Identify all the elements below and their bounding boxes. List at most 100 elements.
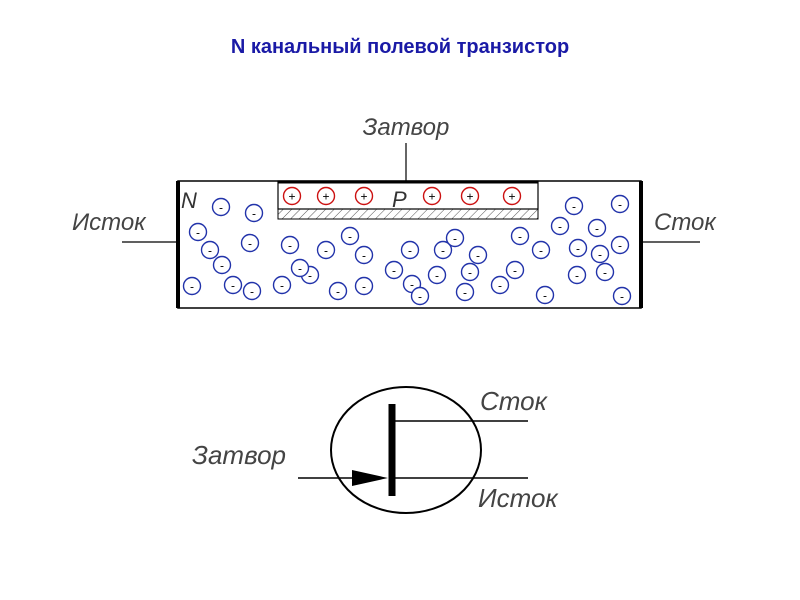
electron-carrier-sign: - [518, 230, 522, 244]
electron-carrier-sign: - [348, 230, 352, 244]
electron-carrier-sign: - [558, 220, 562, 234]
electron-carrier: - [182, 276, 202, 296]
electron-carrier: - [610, 235, 630, 255]
electron-carrier: - [188, 222, 208, 242]
electron-carrier-sign: - [603, 266, 607, 280]
electron-carrier: - [590, 244, 610, 264]
electron-carrier: - [445, 228, 465, 248]
electron-carrier-sign: - [598, 248, 602, 262]
hole-carrier-sign: + [428, 190, 435, 204]
electron-carrier-sign: - [576, 242, 580, 256]
electron-carrier-sign: - [618, 198, 622, 212]
gate-label: Затвор [363, 114, 450, 141]
electron-carrier-sign: - [208, 244, 212, 258]
fet-symbol: Сток Затвор Исток [192, 386, 559, 514]
electron-carrier: - [316, 240, 336, 260]
electron-carrier-sign: - [362, 249, 366, 263]
hole-carrier: + [460, 186, 480, 206]
electron-carrier: - [400, 240, 420, 260]
electron-carrier: - [328, 281, 348, 301]
hole-carrier-sign: + [288, 190, 295, 204]
electron-carrier: - [568, 238, 588, 258]
electron-carrier: - [460, 262, 480, 282]
electron-carrier: - [211, 197, 231, 217]
hole-carrier: + [282, 186, 302, 206]
electron-carrier: - [433, 240, 453, 260]
electron-carrier-sign: - [441, 244, 445, 258]
electron-carrier-sign: - [618, 239, 622, 253]
electron-carrier-sign: - [220, 259, 224, 273]
hole-carrier: + [354, 186, 374, 206]
electron-carrier-sign: - [543, 289, 547, 303]
electron-carrier-sign: - [453, 232, 457, 246]
electron-carrier: - [290, 258, 310, 278]
electron-carrier: - [200, 240, 220, 260]
electron-carrier-sign: - [572, 200, 576, 214]
symbol-source-label: Исток [478, 483, 559, 513]
hole-carrier: + [502, 186, 522, 206]
n-region-label: N [181, 188, 197, 213]
symbol-drain-label: Сток [480, 386, 549, 416]
electron-carrier-sign: - [219, 201, 223, 215]
hole-carrier-sign: + [322, 190, 329, 204]
electron-carrier: - [340, 226, 360, 246]
electron-carrier: - [280, 235, 300, 255]
electron-carrier-sign: - [513, 264, 517, 278]
electron-carrier: - [240, 233, 260, 253]
electron-carrier-sign: - [575, 269, 579, 283]
electron-carrier: - [550, 216, 570, 236]
electrons-group: ----------------------------------------… [182, 194, 632, 306]
electron-carrier: - [595, 262, 615, 282]
electron-carrier-sign: - [324, 244, 328, 258]
symbol-gate-arrow [352, 470, 388, 486]
hole-carrier-sign: + [466, 190, 473, 204]
electron-carrier-sign: - [280, 279, 284, 293]
electron-carrier: - [535, 285, 555, 305]
hole-carrier-sign: + [508, 190, 515, 204]
electron-carrier-sign: - [595, 222, 599, 236]
electron-carrier: - [567, 265, 587, 285]
electron-carrier: - [223, 275, 243, 295]
page-title: N канальный полевой транзистор [230, 36, 570, 58]
electron-carrier-sign: - [248, 237, 252, 251]
electron-carrier-sign: - [190, 280, 194, 294]
electron-carrier: - [490, 275, 510, 295]
depletion-layer [277, 208, 539, 220]
electron-carrier-sign: - [468, 266, 472, 280]
electron-carrier: - [510, 226, 530, 246]
hole-carrier-sign: + [360, 190, 367, 204]
electron-carrier: - [272, 275, 292, 295]
electron-carrier-sign: - [231, 279, 235, 293]
symbol-envelope [330, 386, 482, 514]
electron-carrier: - [427, 265, 447, 285]
electron-carrier: - [384, 260, 404, 280]
electron-carrier-sign: - [418, 290, 422, 304]
electron-carrier: - [244, 203, 264, 223]
electron-carrier: - [242, 281, 262, 301]
p-region-label: P [392, 187, 407, 212]
drain-label: Сток [654, 209, 717, 236]
electron-carrier-sign: - [498, 279, 502, 293]
electron-carrier-sign: - [336, 285, 340, 299]
hole-carrier: + [422, 186, 442, 206]
electron-carrier: - [468, 245, 488, 265]
electron-carrier-sign: - [288, 239, 292, 253]
electron-carrier-sign: - [410, 278, 414, 292]
electron-carrier: - [410, 286, 430, 306]
hole-carrier: + [316, 186, 336, 206]
electron-carrier: - [610, 194, 630, 214]
electron-carrier-sign: - [392, 264, 396, 278]
electron-carrier-sign: - [539, 244, 543, 258]
electron-carrier-sign: - [362, 280, 366, 294]
electron-carrier-sign: - [308, 269, 312, 283]
electron-carrier-sign: - [196, 226, 200, 240]
holes-group: + + + + + + [282, 186, 522, 206]
electron-carrier-sign: - [435, 269, 439, 283]
electron-carrier: - [455, 282, 475, 302]
electron-carrier: - [354, 276, 374, 296]
electron-carrier-sign: - [463, 286, 467, 300]
electron-carrier: - [212, 255, 232, 275]
electron-carrier: - [587, 218, 607, 238]
electron-carrier-sign: - [408, 244, 412, 258]
